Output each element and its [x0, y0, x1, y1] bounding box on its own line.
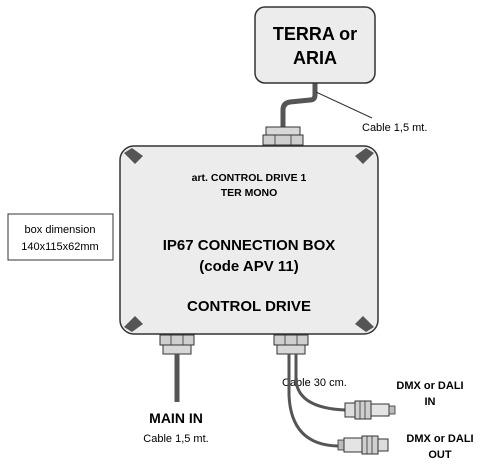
main-in-label: MAIN IN — [149, 410, 203, 426]
connection-box: art. CONTROL DRIVE 1 TER MONO IP67 CONNE… — [119, 145, 379, 335]
terra-aria-box: TERRA or ARIA — [254, 6, 376, 84]
dimension-box: box dimension 140x115x62mm — [7, 213, 114, 261]
corner-screw — [355, 316, 374, 332]
side-cable-label: Cable 30 cm. — [282, 377, 347, 389]
dmx-in-connector — [344, 400, 396, 420]
dmx-out-cable — [287, 354, 339, 448]
box-title-line2: (code APV 11) — [199, 258, 298, 275]
box-subtitle: CONTROL DRIVE — [187, 298, 311, 315]
top-cable-leader — [315, 91, 373, 119]
dimension-line2: 140x115x62mm — [21, 241, 98, 253]
dmx-out-line2: OUT — [428, 449, 452, 461]
top-cable-gland — [262, 126, 304, 146]
box-title-line1: IP67 CONNECTION BOX — [163, 237, 336, 254]
dmx-out-connector — [337, 435, 389, 455]
dimension-line1: box dimension — [25, 224, 96, 236]
terra-aria-line1: TERRA or — [273, 24, 357, 44]
dmx-in-cable — [294, 354, 346, 412]
top-cable-label: Cable 1,5 mt. — [362, 122, 427, 134]
dmx-out-line1: DMX or DALI — [406, 433, 473, 445]
top-cable — [280, 80, 318, 128]
main-in-cable-label: Cable 1,5 mt. — [143, 433, 208, 445]
corner-screw — [355, 148, 374, 164]
article-line1: art. CONTROL DRIVE 1 — [192, 172, 307, 184]
article-line2: TER MONO — [221, 187, 278, 199]
dmx-in-line2: IN — [425, 396, 436, 408]
main-in-gland — [159, 334, 195, 355]
corner-screw — [124, 148, 143, 164]
dmx-gland — [273, 334, 309, 355]
dmx-in-line1: DMX or DALI — [396, 380, 463, 392]
corner-screw — [124, 316, 143, 332]
terra-aria-line2: ARIA — [293, 48, 337, 68]
